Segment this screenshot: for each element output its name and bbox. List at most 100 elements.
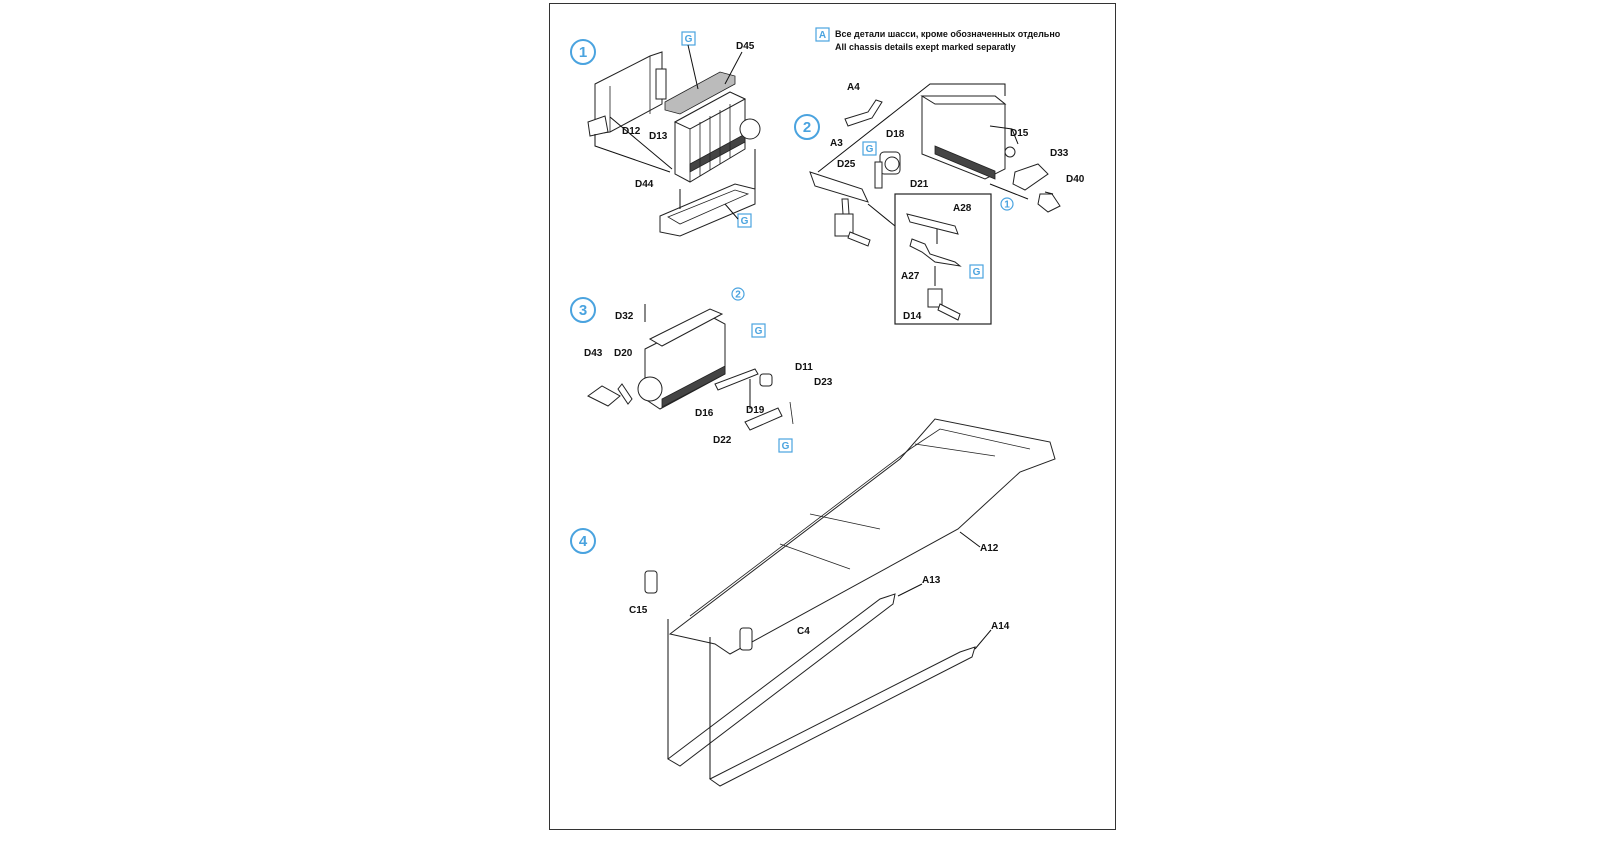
label-c4: C4 [797, 626, 810, 637]
label-d44: D44 [635, 179, 654, 190]
crossmember-a3 [809, 171, 869, 203]
part-d23 [789, 401, 794, 425]
part-d25 [874, 161, 883, 189]
engine-head-3 [648, 308, 724, 347]
step-2-number: 2 [803, 119, 811, 136]
part-d40 [1037, 193, 1061, 213]
label-d33: D33 [1050, 148, 1069, 159]
pipe-a4 [844, 99, 883, 127]
ref-badge-2 [731, 287, 745, 301]
engine-block-top-1 [673, 91, 747, 130]
legend-line-en: All chassis details exept marked separat… [835, 42, 1016, 52]
leader-a12 [959, 531, 981, 548]
front-pulley [637, 376, 663, 402]
shock-c4 [739, 627, 753, 651]
label-a14: A14 [991, 621, 1010, 632]
part-d11 [759, 373, 773, 387]
ref-badge-1 [1000, 197, 1014, 211]
leader-d45 [724, 51, 743, 85]
step-2: 2 1 G [794, 82, 1085, 325]
step-1-badge [570, 39, 596, 65]
label-d16: D16 [695, 408, 714, 419]
part-d15 [1004, 146, 1016, 158]
step-3: 3 2 G G D32 D43 D20 D11 D23 D16 D19 D22 [570, 287, 833, 453]
arrow-d12b [594, 134, 671, 173]
oil-pan-rim [667, 189, 750, 225]
ref-badge-2-number: 2 [735, 290, 741, 301]
part-d33 [1012, 163, 1049, 191]
label-d32: D32 [615, 311, 634, 322]
step-3-badge [570, 297, 596, 323]
fan-d43 [587, 385, 621, 407]
label-d22: D22 [713, 435, 732, 446]
engine-block-2 [921, 95, 1006, 180]
label-d45: D45 [736, 41, 755, 52]
leader-g2 [724, 203, 739, 220]
arrow-inset [867, 203, 896, 227]
leader-a14 [974, 629, 992, 650]
g-marker: G [685, 34, 693, 45]
engine-manifold-3 [661, 365, 726, 408]
chassis-frame-a12 [668, 418, 1056, 655]
shaft-d16 [714, 368, 759, 391]
arrow-d40 [1044, 191, 1054, 195]
step-4-badge [570, 528, 596, 554]
radiator-bracket [655, 68, 667, 100]
g-marker: G [973, 267, 981, 278]
radiator-foot [587, 115, 609, 137]
legend-marker: A [819, 30, 826, 41]
label-a27: A27 [901, 271, 920, 282]
leader-g1 [687, 44, 699, 90]
label-d18: D18 [886, 129, 905, 140]
step-2-badge [794, 114, 820, 140]
label-d20: D20 [614, 348, 633, 359]
chassis-crossmembers [779, 443, 996, 570]
part-d19 [744, 407, 783, 431]
g-marker-box [737, 213, 752, 228]
rail-a13 [667, 593, 896, 767]
arrow-d15 [989, 125, 1019, 145]
label-a13: A13 [922, 575, 941, 586]
label-d23: D23 [814, 377, 833, 388]
belt-d20 [617, 383, 633, 405]
label-d11: D11 [795, 362, 813, 373]
label-c15: C15 [629, 605, 648, 616]
rail-a14 [709, 646, 976, 787]
g-marker-box [862, 141, 877, 156]
part-d14 [927, 288, 943, 308]
label-d14: D14 [903, 311, 922, 322]
part-d21 [884, 156, 900, 172]
oil-pan-d44 [659, 183, 756, 237]
label-d15: D15 [1010, 128, 1029, 139]
g-marker: G [866, 144, 874, 155]
instruction-page: A Все детали шасси, кроме обозначенных о… [549, 3, 1116, 830]
arrow-d12 [609, 116, 673, 170]
part-a28 [906, 213, 959, 235]
label-a3: A3 [830, 138, 843, 149]
g-marker-box [778, 438, 793, 453]
g-marker: G [782, 441, 790, 452]
assembly-diagram: A Все детали шасси, кроме обозначенных о… [570, 27, 1085, 787]
leader-a13 [897, 583, 923, 597]
mount-tab [847, 231, 871, 247]
label-a12: A12 [980, 543, 999, 554]
arrow-d33 [989, 183, 1029, 200]
step-4-number: 4 [579, 533, 588, 550]
flywheel-1 [739, 118, 761, 140]
part-d14-tab [937, 303, 961, 321]
step-1: 1 G G D45 D12 D13 D44 [570, 31, 761, 237]
part-a27 [909, 238, 962, 267]
label-d40: D40 [1066, 174, 1085, 185]
mount-block [834, 213, 854, 237]
engine-ribs-1 [689, 104, 731, 182]
step-3-number: 3 [579, 302, 587, 319]
label-d13: D13 [649, 131, 668, 142]
legend-line-ru: Все детали шасси, кроме обозначенных отд… [835, 29, 1061, 39]
label-d21: D21 [910, 179, 929, 190]
cylinder-head-d45 [664, 71, 736, 115]
step-1-number: 1 [579, 44, 587, 61]
label-d19: D19 [746, 405, 765, 416]
g-marker-box [751, 323, 766, 338]
g-marker-box [969, 264, 984, 279]
shock-c15 [644, 570, 658, 594]
